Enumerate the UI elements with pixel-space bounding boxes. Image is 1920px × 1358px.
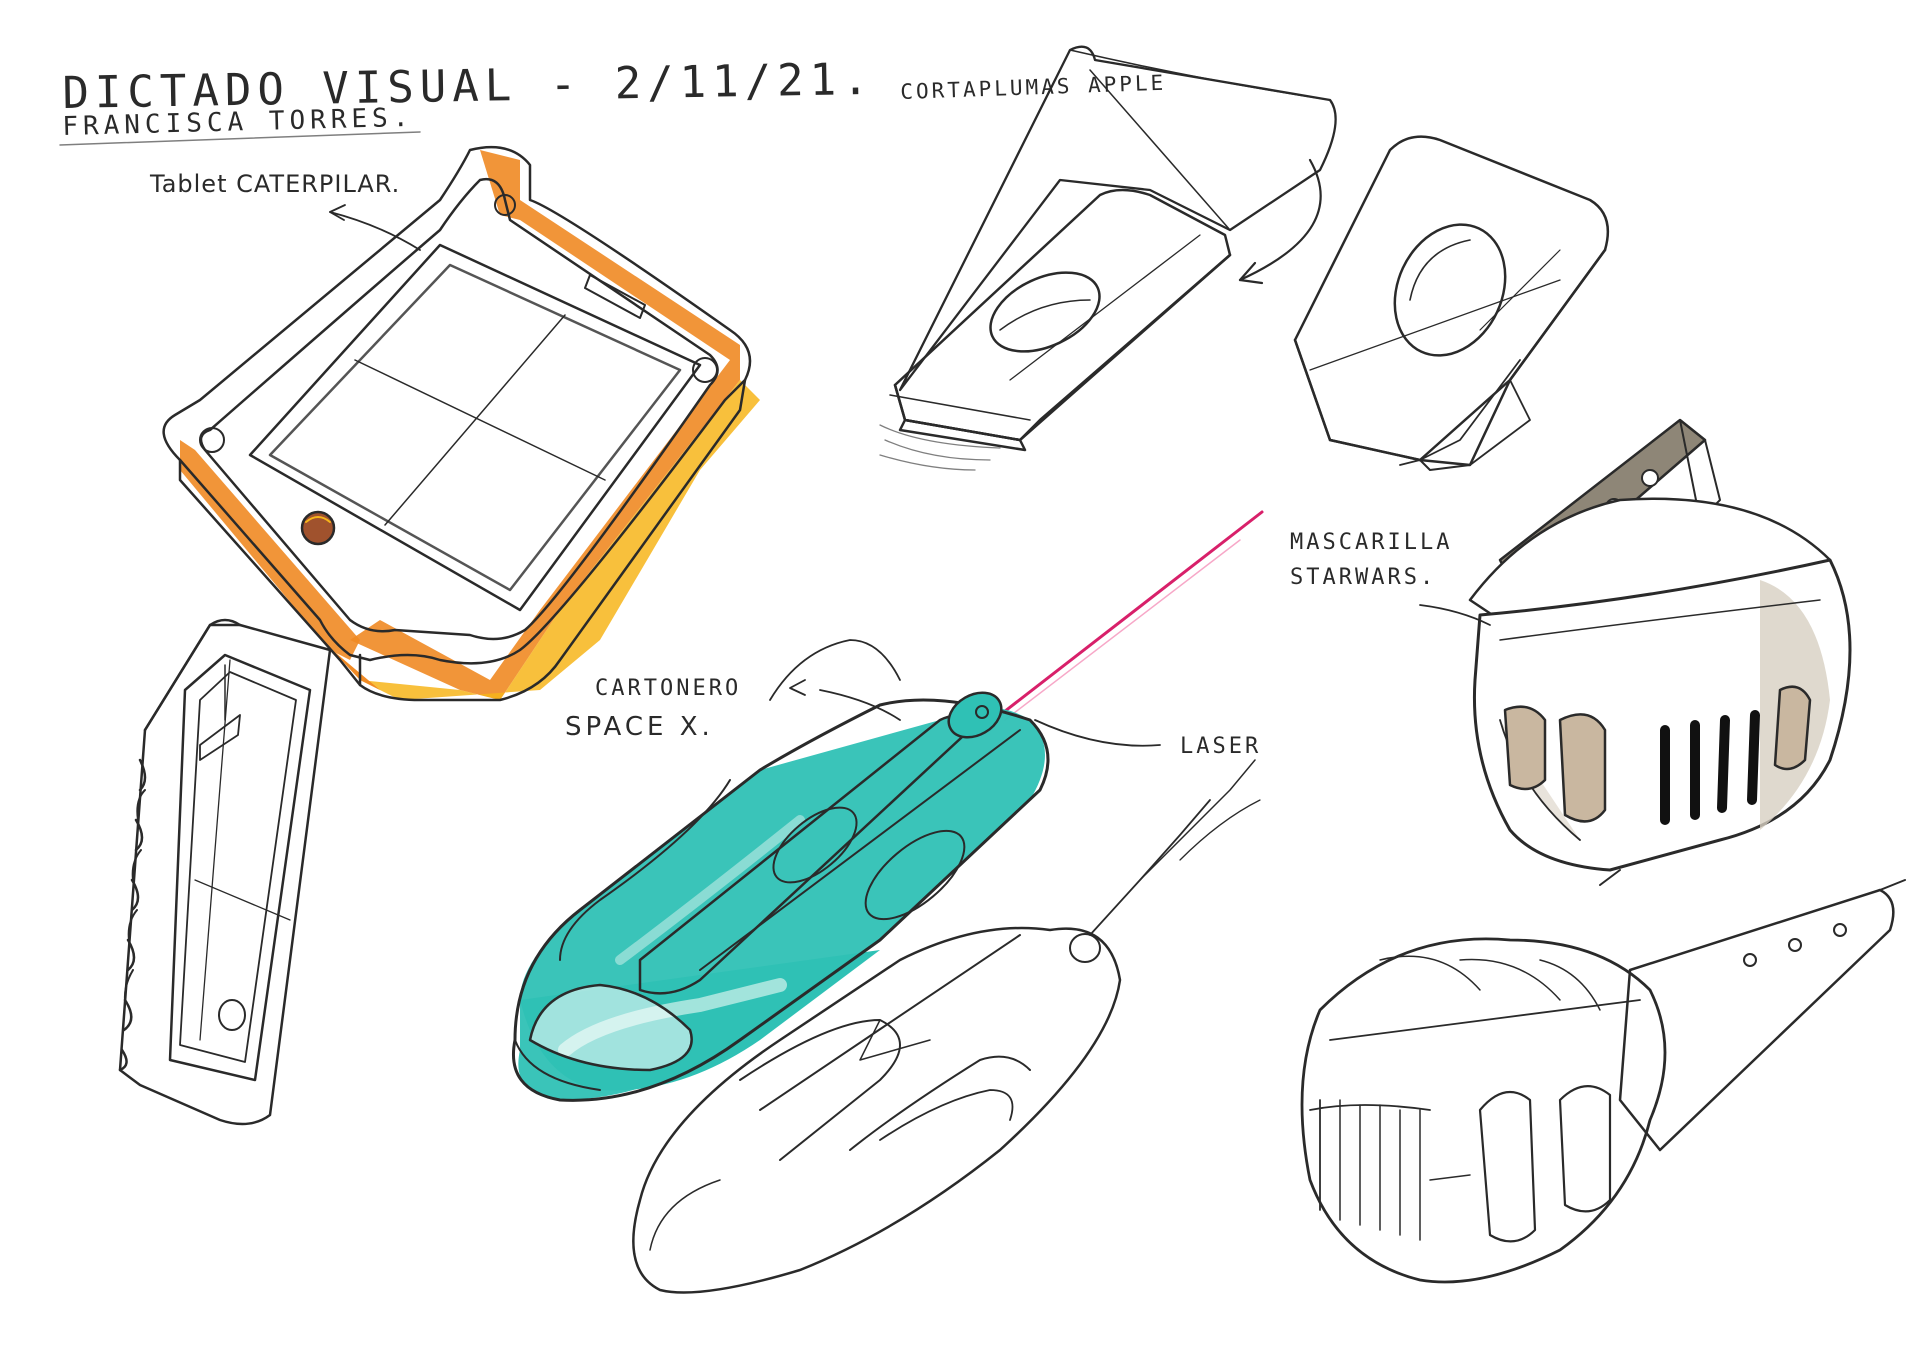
- mask-colored-sketch: [1419, 418, 1852, 886]
- mask-outline-sketch: [1300, 879, 1906, 1284]
- label-mascarilla-line1: MASCARILLA: [1290, 530, 1453, 555]
- label-cartonero-line1: CARTONERO: [595, 676, 742, 701]
- label-tablet: Tablet CATERPILAR.: [150, 170, 401, 198]
- label-laser: LASER: [1180, 734, 1262, 759]
- label-mascarilla-line2: STARWARS.: [1290, 565, 1437, 590]
- phone-case-sketch: [118, 618, 332, 1126]
- penknife-open-sketch: [879, 45, 1337, 471]
- box-cutter-outline-sketch: [632, 759, 1261, 1294]
- label-cartonero-line2: SPACE X.: [565, 712, 714, 742]
- penknife-closed-sketch: [1293, 135, 1610, 471]
- box-cutter-colored-sketch: [512, 510, 1264, 1102]
- tablet-sketch: [162, 145, 760, 702]
